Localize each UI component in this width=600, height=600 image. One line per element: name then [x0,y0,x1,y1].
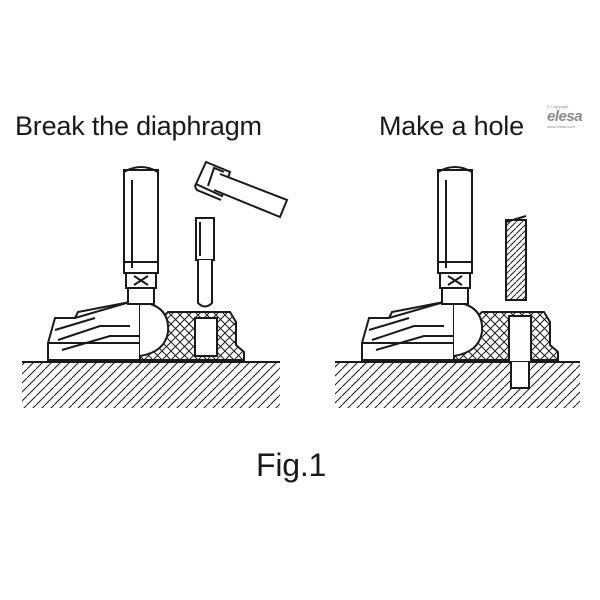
left-stem [123,169,159,274]
punch-tool [195,217,215,308]
break-diaphragm-title: Break the diaphragm [15,111,262,141]
elesa-logo: © Copyright elesa www.elesa.com [547,104,599,129]
left-base-foot [47,301,141,361]
figure-caption: Fig.1 [256,447,327,483]
make-hole-title: Make a hole [379,111,524,141]
logo-copyright: © Copyright [547,104,569,109]
right-figure [335,166,580,408]
left-diaphragm-hole [194,317,218,357]
hammer [194,160,289,219]
drilled-hole [508,315,532,389]
right-ground-hatch [335,361,580,408]
logo-brand: elesa [547,108,583,125]
logo-site: www.elesa.com [547,124,575,129]
right-stem [437,169,473,274]
left-figure [22,160,289,408]
right-base-foot [361,301,455,361]
right-ball-joint [453,301,484,357]
drill-bit [505,215,527,301]
left-ball-joint [139,301,170,357]
left-ground-hatch [22,361,280,408]
